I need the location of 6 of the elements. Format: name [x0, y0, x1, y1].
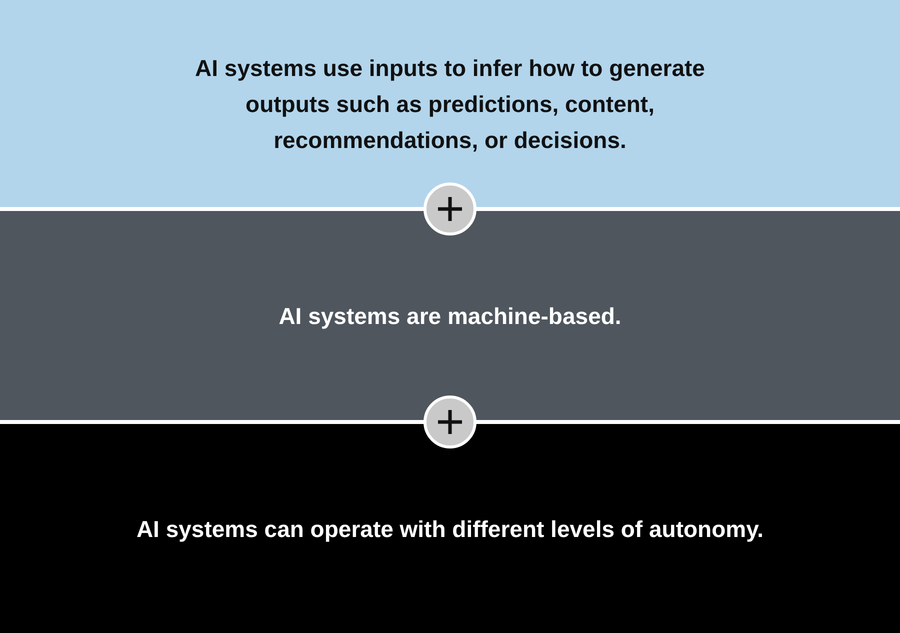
statement-text: AI systems can operate with different levels of autonomy.	[136, 514, 764, 544]
band-panel	[0, 424, 900, 633]
statement-text: AI systems use inputs to infer how to generate outputs such as predictions, content, recommendations, or decisions.	[194, 54, 706, 154]
statement-text: AI systems are machine-based.	[278, 302, 622, 331]
band-panel	[0, 211, 900, 420]
band-panel	[0, 0, 900, 207]
